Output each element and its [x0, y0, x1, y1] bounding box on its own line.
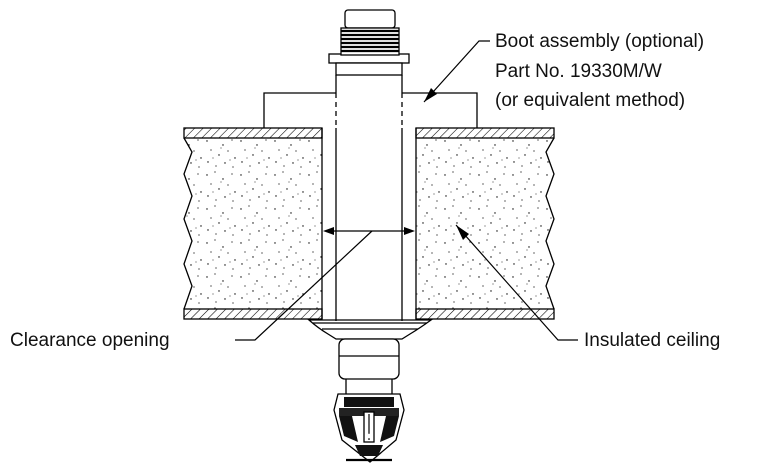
- ceiling-arrowhead: [456, 225, 469, 240]
- boot-assembly: [263, 92, 478, 128]
- clearance-opening-label: Clearance opening: [10, 330, 170, 351]
- insulated-ceiling-label: Insulated ceiling: [584, 330, 721, 351]
- leader-lines: [235, 40, 578, 341]
- boot-leader-line: [423, 40, 490, 103]
- clearance-opening: [321, 128, 417, 319]
- sprinkler-pipe: [328, 53, 410, 318]
- insulated-ceiling-right: [415, 127, 555, 320]
- boot-assembly-label: Boot assembly (optional): [495, 31, 705, 52]
- threaded-fitting: [340, 9, 400, 56]
- boot-part-number-label: Part No. 19330M/W: [495, 61, 662, 82]
- sprinkler-head: [333, 393, 405, 463]
- boot-equivalent-label: (or equivalent method): [495, 90, 686, 111]
- escutcheon-plate: [307, 318, 433, 394]
- ceiling-leader-line: [455, 224, 578, 341]
- clearance-leader-line: [235, 230, 373, 341]
- clearance-dimension: [323, 227, 415, 235]
- insulated-ceiling-left: [183, 127, 323, 320]
- leader-arrowheads: [424, 88, 469, 240]
- boot-arrowhead: [424, 88, 437, 102]
